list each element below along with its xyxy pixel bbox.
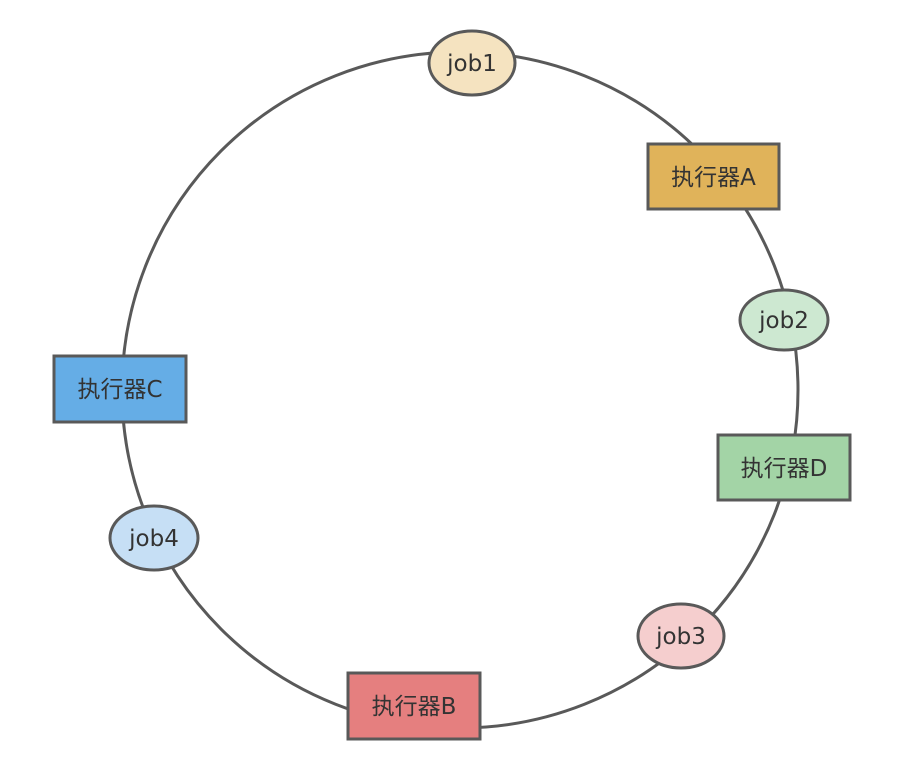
job-node-shape: [108, 504, 200, 572]
job-node-shape: [738, 288, 830, 352]
executor-node-b: 执行器B: [346, 671, 482, 741]
executor-node-label: 执行器C: [77, 377, 162, 403]
job-node-job1: job1: [427, 29, 517, 97]
executor-node-shape: [716, 433, 852, 502]
job-node-shape: [427, 29, 517, 97]
executor-node-a: 执行器A: [646, 142, 781, 211]
executor-node-shape: [346, 671, 482, 741]
job-node-label: job2: [758, 308, 809, 334]
job-node-label: job1: [446, 51, 497, 77]
job-node-shape: [636, 602, 726, 670]
executor-node-label: 执行器A: [671, 165, 756, 191]
job-node-job3: job3: [636, 602, 726, 670]
job-node-label: job4: [128, 526, 179, 552]
executor-node-shape: [52, 354, 188, 424]
executor-node-c: 执行器C: [52, 354, 188, 424]
job-node-label: job3: [655, 624, 706, 650]
executor-node-d: 执行器D: [716, 433, 852, 502]
executor-node-label: 执行器B: [372, 694, 457, 720]
job-node-job2: job2: [738, 288, 830, 352]
job-node-job4: job4: [108, 504, 200, 572]
executor-node-shape: [646, 142, 781, 211]
executor-node-label: 执行器D: [741, 456, 828, 482]
